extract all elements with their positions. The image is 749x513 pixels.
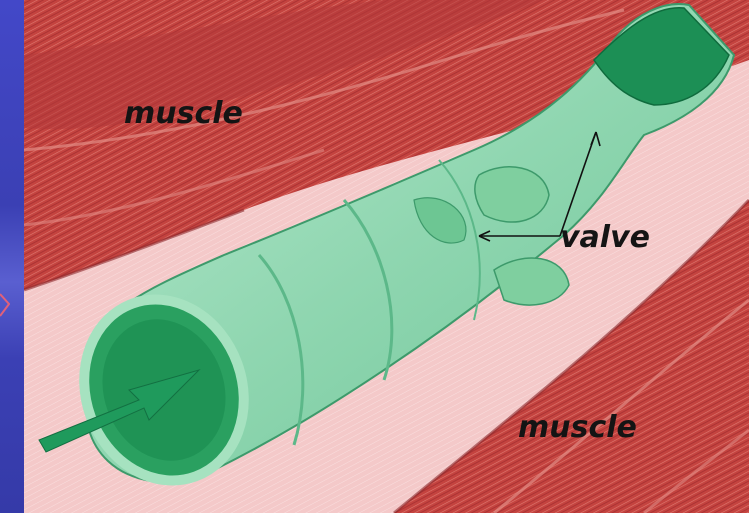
muscle-label-bottom: muscle xyxy=(518,410,637,445)
diagram-canvas: muscle valve muscle xyxy=(24,0,749,513)
valve-label: valve xyxy=(560,220,650,255)
muscle-label-top: muscle xyxy=(124,96,243,131)
strip-arrow-mark xyxy=(0,292,10,318)
slide-background-strip xyxy=(0,0,24,513)
vein-valve-diagram: muscle valve muscle xyxy=(24,0,749,513)
